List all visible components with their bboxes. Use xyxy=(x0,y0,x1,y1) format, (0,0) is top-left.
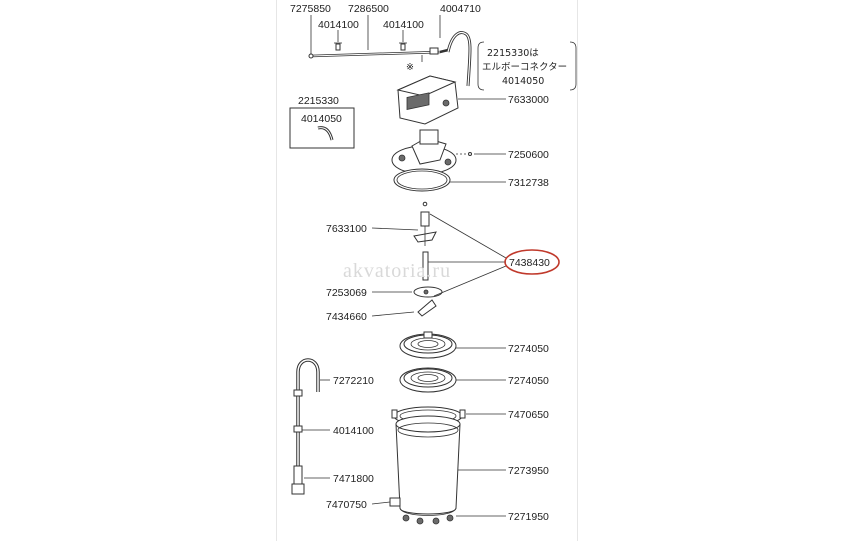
label-7273950: 7273950 xyxy=(508,465,549,477)
label-4014100-left: 4014100 xyxy=(318,19,359,31)
label-7633100: 7633100 xyxy=(326,223,367,235)
impeller-parts xyxy=(371,201,507,317)
impeller-housing xyxy=(391,129,506,175)
highlight-ring xyxy=(504,249,560,275)
label-7275850: 7275850 xyxy=(290,3,331,15)
elbow-connector-note: 2215330は エルボーコネクター 4014050 xyxy=(477,41,577,91)
elbow-note-line-3: 4014050 xyxy=(502,76,544,87)
label-7470750: 7470750 xyxy=(326,499,367,511)
label-7438430: 7438430 xyxy=(509,257,550,269)
label-7250600: 7250600 xyxy=(508,149,549,161)
elbow-note-line-1: 2215330は xyxy=(487,48,539,59)
label-4014100-right: 4014100 xyxy=(383,19,424,31)
label-4004710: 4004710 xyxy=(440,3,481,15)
label-7272210: 7272210 xyxy=(333,375,374,387)
label-7274050-upper: 7274050 xyxy=(508,343,549,355)
label-7312738: 7312738 xyxy=(508,177,549,189)
watermark: akvatoria.ru xyxy=(343,260,451,282)
label-7286500: 7286500 xyxy=(348,3,389,15)
label-7470650: 7470650 xyxy=(508,409,549,421)
o-ring-seal xyxy=(393,168,506,192)
label-7633000: 7633000 xyxy=(508,94,549,106)
pump-head xyxy=(396,75,506,125)
filter-tray-lower xyxy=(399,367,506,393)
label-7471800: 7471800 xyxy=(333,473,374,485)
elbow-note-line-2: エルボーコネクター xyxy=(482,62,567,73)
asterisk-mark: ※ xyxy=(406,62,414,73)
label-4014050-box: 4014050 xyxy=(301,113,342,125)
intake-tube xyxy=(291,358,330,495)
label-4014100-lower: 4014100 xyxy=(333,425,374,437)
canister-body xyxy=(371,406,506,525)
label-7271950: 7271950 xyxy=(508,511,549,523)
clip-icon xyxy=(334,42,342,51)
label-2215330: 2215330 xyxy=(298,95,339,107)
label-7274050-lower: 7274050 xyxy=(508,375,549,387)
elbow-connector-box xyxy=(289,107,355,149)
filter-tray-upper xyxy=(399,331,506,359)
label-7253069: 7253069 xyxy=(326,287,367,299)
top-hose-assembly: ※ xyxy=(308,15,472,87)
clip-icon xyxy=(399,42,407,51)
label-7434660: 7434660 xyxy=(326,311,367,323)
